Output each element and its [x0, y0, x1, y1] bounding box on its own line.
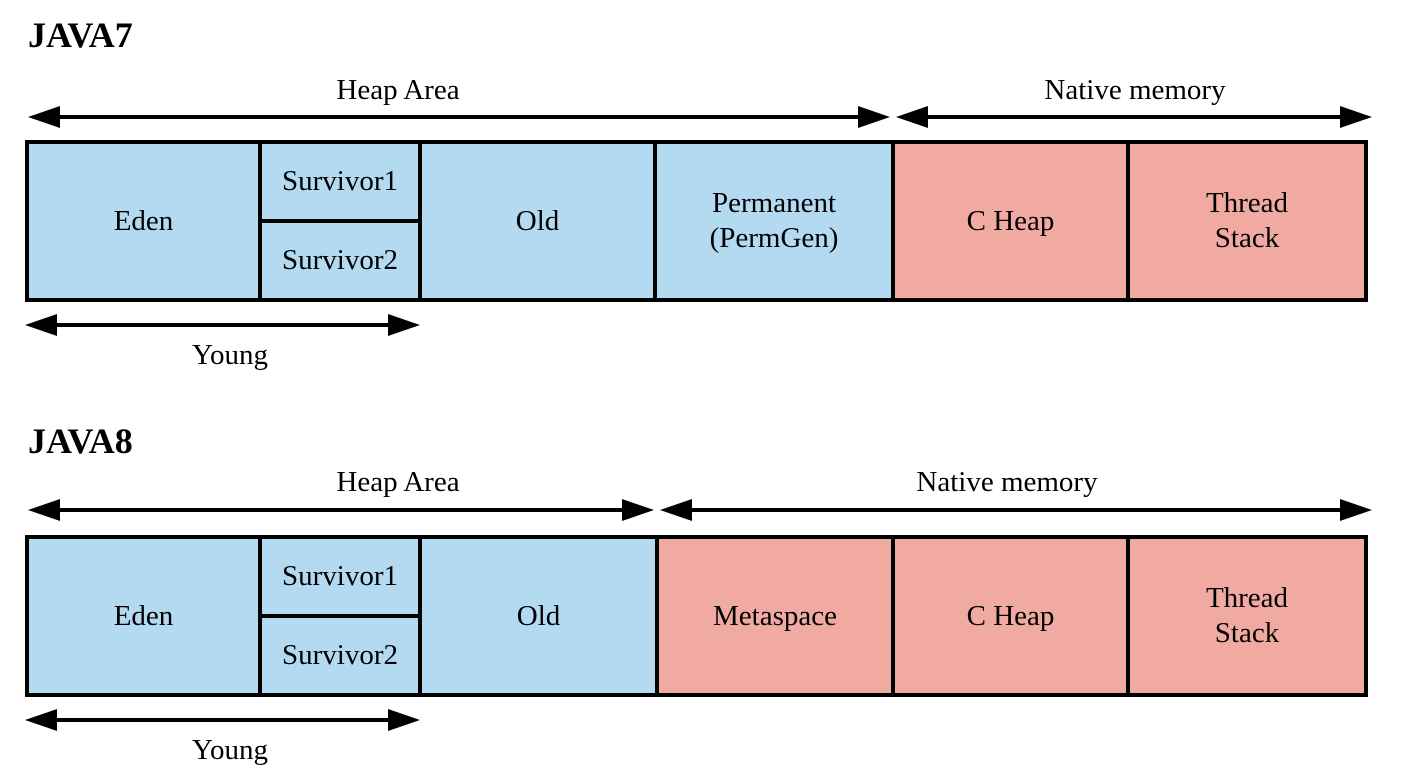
java8-box-survivor1: Survivor1	[262, 539, 418, 618]
arrow-shaft	[38, 115, 880, 119]
java8-box-thread-stack: Thread Stack	[1130, 539, 1364, 693]
java8-native-memory-label: Native memory	[916, 466, 1098, 498]
java7-box-survivor1: Survivor1	[262, 144, 418, 223]
java8-box-metaspace: Metaspace	[659, 539, 895, 693]
box-label: Survivor1	[282, 560, 398, 592]
arrow-shaft	[38, 508, 644, 512]
java8-box-c-heap: C Heap	[895, 539, 1130, 693]
arrowhead-right-icon	[388, 709, 420, 731]
java7-title: JAVA7	[28, 15, 133, 55]
java8-box-old: Old	[422, 539, 659, 693]
arrowhead-right-icon	[388, 314, 420, 336]
box-label: Survivor2	[282, 244, 398, 276]
box-label: Metaspace	[713, 599, 837, 632]
arrow-shaft	[906, 115, 1362, 119]
box-label-line2: (PermGen)	[709, 222, 839, 254]
java8-box-eden: Eden	[29, 539, 262, 693]
java7-box-thread-stack: Thread Stack	[1130, 144, 1364, 298]
java7-heap-area-label: Heap Area	[336, 74, 460, 106]
arrowhead-right-icon	[858, 106, 890, 128]
box-label-line2: Stack	[1214, 617, 1280, 649]
java7-memory-bar: Eden Survivor1 Survivor2 Old Permanent (…	[25, 140, 1368, 302]
box-label: Survivor2	[282, 639, 398, 671]
arrowhead-right-icon	[622, 499, 654, 521]
box-label-line1: Thread	[1205, 582, 1289, 615]
arrowhead-right-icon	[1340, 106, 1372, 128]
box-label-line1: Thread	[1205, 187, 1289, 220]
arrow-shaft	[35, 323, 410, 327]
box-label: Eden	[113, 204, 174, 237]
java7-box-permanent: Permanent (PermGen)	[657, 144, 895, 298]
java7-box-c-heap: C Heap	[895, 144, 1130, 298]
box-label: Eden	[113, 599, 174, 632]
java8-survivor-column: Survivor1 Survivor2	[262, 539, 422, 693]
java7-survivor-column: Survivor1 Survivor2	[262, 144, 422, 298]
box-label: C Heap	[966, 204, 1055, 237]
box-label: Old	[516, 599, 561, 632]
java8-box-survivor2: Survivor2	[262, 618, 418, 693]
arrowhead-right-icon	[1340, 499, 1372, 521]
java7-young-label: Young	[191, 339, 269, 371]
box-label: Survivor1	[282, 165, 398, 197]
java8-title: JAVA8	[28, 421, 133, 461]
java7-native-memory-label: Native memory	[1044, 74, 1226, 106]
java7-box-old: Old	[422, 144, 657, 298]
box-label-line2: Stack	[1214, 222, 1280, 254]
arrow-shaft	[35, 718, 410, 722]
java8-young-label: Young	[191, 734, 269, 766]
arrow-shaft	[670, 508, 1362, 512]
box-label: Old	[515, 204, 560, 237]
java7-box-survivor2: Survivor2	[262, 223, 418, 298]
box-label: C Heap	[966, 599, 1055, 632]
java7-box-eden: Eden	[29, 144, 262, 298]
java8-heap-area-label: Heap Area	[336, 466, 460, 498]
box-label-line1: Permanent	[711, 187, 836, 220]
java8-memory-bar: Eden Survivor1 Survivor2 Old Metaspace C…	[25, 535, 1368, 697]
